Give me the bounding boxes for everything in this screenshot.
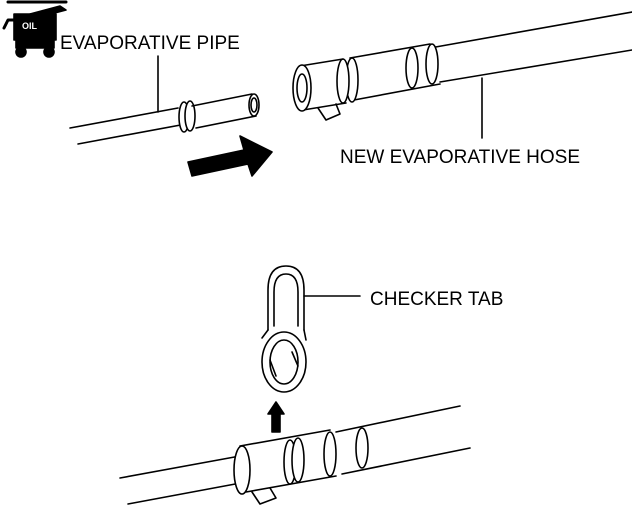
insert-direction-arrow bbox=[187, 135, 273, 177]
new-evaporative-hose-label: NEW EVAPORATIVE HOSE bbox=[340, 147, 581, 168]
evaporative-pipe-label: EVAPORATIVE PIPE bbox=[60, 33, 240, 54]
evaporative-pipe bbox=[69, 93, 260, 145]
oil-icon-label: OIL bbox=[22, 21, 37, 31]
checker-tab bbox=[261, 265, 307, 393]
new-evaporative-hose bbox=[292, 11, 632, 121]
oil-can-icon bbox=[2, 0, 68, 58]
checker-tab-label: CHECKER TAB bbox=[370, 289, 504, 310]
connected-hose-assembly bbox=[119, 405, 471, 505]
remove-direction-arrow bbox=[267, 401, 285, 433]
